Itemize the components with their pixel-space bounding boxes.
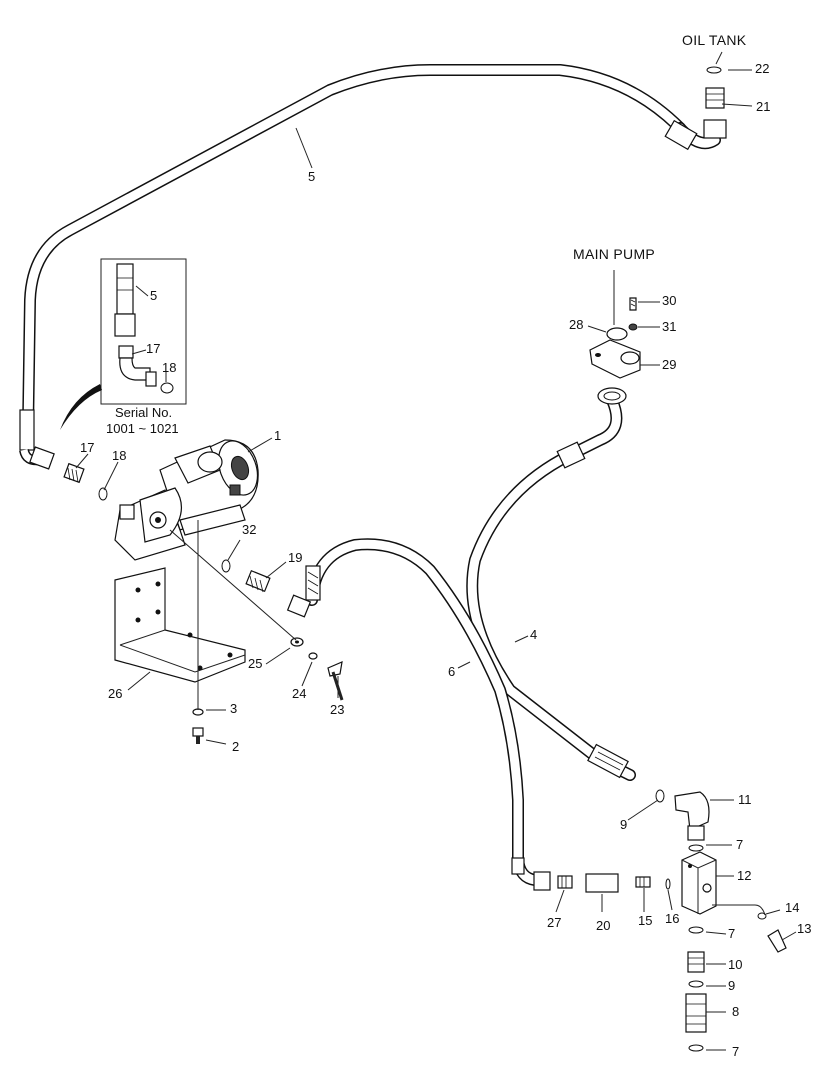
- part-callout-19: 19: [288, 550, 302, 565]
- main-pump-flange: [589, 297, 641, 405]
- part-callout-5: 5: [150, 288, 157, 303]
- part-callout-7: 7: [728, 926, 735, 941]
- oil-tank-fittings: [703, 66, 727, 139]
- part-callout-32: 32: [242, 522, 256, 537]
- part-callout-23: 23: [330, 702, 344, 717]
- serial-range-label: 1001 ~ 1021: [106, 421, 179, 436]
- part-callout-13: 13: [797, 921, 811, 936]
- part-callout-9: 9: [620, 817, 627, 832]
- hose-6: [305, 538, 541, 886]
- main-pump-label: MAIN PUMP: [573, 246, 655, 262]
- part-callout-6: 6: [448, 664, 455, 679]
- part-callout-12: 12: [737, 868, 751, 883]
- serial-inset: [60, 258, 187, 430]
- pump-motor: [114, 439, 259, 561]
- hose-5: [19, 64, 721, 466]
- part-callout-9: 9: [728, 978, 735, 993]
- part-callout-10: 10: [728, 957, 742, 972]
- part-callout-17: 17: [146, 341, 160, 356]
- part-callout-16: 16: [665, 911, 679, 926]
- leader-lines: [75, 51, 797, 1051]
- part-callout-4: 4: [530, 627, 537, 642]
- part-callout-20: 20: [596, 918, 610, 933]
- part-callout-24: 24: [292, 686, 306, 701]
- part-callout-17: 17: [80, 440, 94, 455]
- serial-label: Serial No.: [115, 405, 172, 420]
- part-callout-21: 21: [756, 99, 770, 114]
- part-callout-11: 11: [738, 792, 752, 807]
- part-callout-18: 18: [112, 448, 126, 463]
- block-assembly: [533, 789, 787, 1052]
- part-callout-31: 31: [662, 319, 676, 334]
- bracket-26: [114, 567, 246, 683]
- part-callout-7: 7: [736, 837, 743, 852]
- part-callout-8: 8: [732, 1004, 739, 1019]
- fittings-left: [29, 446, 344, 744]
- part-callout-29: 29: [662, 357, 676, 372]
- part-callout-5: 5: [308, 169, 315, 184]
- part-callout-28: 28: [569, 317, 583, 332]
- part-callout-2: 2: [232, 739, 239, 754]
- part-callout-14: 14: [785, 900, 799, 915]
- part-callouts: 2221530312829517181171832192524232632461…: [80, 61, 811, 1059]
- oil-tank-label: OIL TANK: [682, 32, 747, 48]
- part-callout-30: 30: [662, 293, 676, 308]
- part-callout-26: 26: [108, 686, 122, 701]
- part-callout-22: 22: [755, 61, 769, 76]
- part-callout-27: 27: [547, 915, 561, 930]
- hose-4: [466, 394, 636, 781]
- part-callout-18: 18: [162, 360, 176, 375]
- part-callout-3: 3: [230, 701, 237, 716]
- part-callout-25: 25: [248, 656, 262, 671]
- part-callout-7: 7: [732, 1044, 739, 1059]
- part-callout-1: 1: [274, 428, 281, 443]
- part-callout-15: 15: [638, 913, 652, 928]
